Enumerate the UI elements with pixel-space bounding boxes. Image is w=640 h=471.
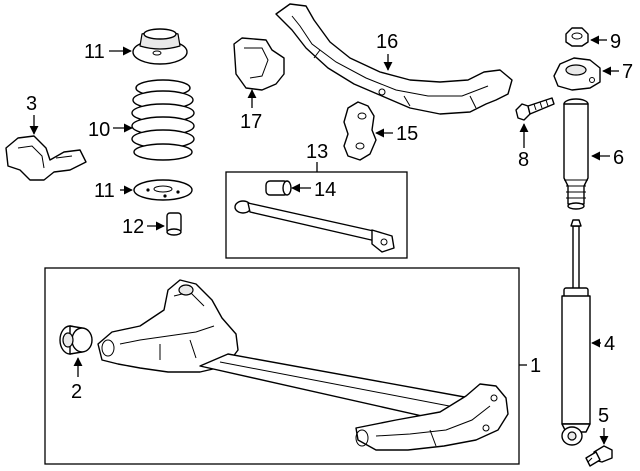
part-11-spring-insulator-lower <box>133 179 193 201</box>
callout-5: 5 <box>598 405 609 427</box>
part-13-track-bar <box>234 200 395 253</box>
part-8-bolt <box>515 97 555 121</box>
callout-1: 1 <box>530 355 541 377</box>
part-10-coil-spring <box>131 79 195 161</box>
part-9-nut <box>565 27 589 47</box>
part-2-axle-bushing <box>59 325 93 355</box>
callout-14: 14 <box>314 179 336 201</box>
part-14-bushing <box>265 180 292 196</box>
part-15-bracket <box>343 101 377 161</box>
callout-8: 8 <box>518 149 529 171</box>
callout-15: 15 <box>396 123 418 145</box>
callout-4: 4 <box>604 333 615 355</box>
part-1-rear-axle <box>97 279 509 451</box>
axle-group-box <box>44 267 520 465</box>
callout-11-lower: 11 <box>94 180 115 202</box>
part-5-lower-bolt <box>585 445 613 467</box>
part-11-spring-insulator-upper <box>132 28 188 65</box>
part-4-shock-absorber <box>561 219 591 446</box>
callout-2: 2 <box>71 381 82 403</box>
callout-11-upper: 11 <box>84 41 105 63</box>
part-16-crossmember <box>275 3 513 115</box>
part-6-dust-boot <box>563 98 589 210</box>
callout-10: 10 <box>88 119 110 141</box>
callout-13: 13 <box>306 141 328 163</box>
callout-16: 16 <box>376 31 398 53</box>
part-17-shield <box>233 37 285 91</box>
callout-12: 12 <box>122 216 144 238</box>
part-12-jounce-bumper <box>166 212 182 236</box>
part-7-upper-mount <box>553 57 601 91</box>
callout-7: 7 <box>622 61 633 83</box>
callout-17: 17 <box>240 111 262 133</box>
callout-6: 6 <box>613 147 624 169</box>
part-3-bracket <box>5 135 87 181</box>
callout-3: 3 <box>26 93 37 115</box>
callout-9: 9 <box>610 31 621 53</box>
